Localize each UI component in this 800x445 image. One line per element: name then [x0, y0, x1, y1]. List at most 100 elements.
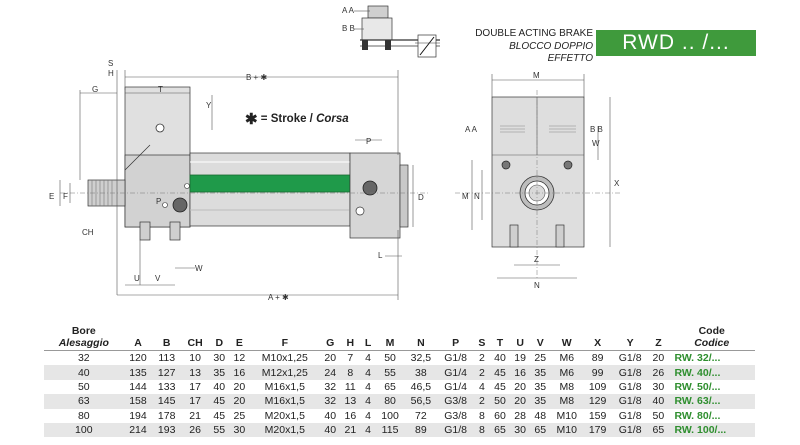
table-cell: 32 — [324, 380, 337, 393]
table-cell: 26 — [648, 365, 669, 380]
header-main: E — [235, 337, 243, 349]
table-cell: G1/8 — [444, 352, 467, 365]
header-main: Bore — [71, 325, 96, 337]
table-cell: 80 — [77, 409, 90, 422]
table-cell: 45 — [209, 394, 230, 409]
table-cell: 40 — [320, 422, 341, 438]
table-header-cell: V — [530, 325, 550, 351]
dim-label-a-plus: A + ✱ — [268, 293, 289, 302]
table-cell: 17 — [189, 380, 201, 393]
table-cell: 144 — [129, 380, 147, 393]
table-cell: 2 — [473, 365, 490, 380]
table-cell: 13 — [181, 365, 210, 380]
side-view: S H G T Y B + ✱ E F CH P P D L U V W A +… — [49, 59, 430, 302]
table-cell: 80 — [375, 394, 405, 409]
table-cell: 113 — [158, 352, 176, 365]
table-header-cell: CH — [181, 325, 209, 351]
header-main: A — [134, 337, 142, 349]
dim-label-w: W — [195, 264, 203, 273]
table-cell: 109 — [588, 380, 607, 393]
dim-label-p2: P — [366, 137, 371, 146]
table-cell: 89 — [404, 422, 438, 438]
header-main: W — [561, 337, 572, 349]
table-cell: 38 — [404, 365, 438, 380]
header-main: V — [536, 337, 544, 349]
inset-label-aa: A A — [342, 6, 355, 15]
table-cell: 8 — [473, 422, 490, 438]
table-cell: 50 — [652, 409, 665, 422]
table-cell: M8 — [550, 394, 584, 409]
header-main: M — [385, 337, 395, 349]
table-cell: G1/8 — [618, 409, 642, 422]
front-label-bb: B B — [590, 125, 603, 134]
table-cell: 20 — [324, 352, 337, 365]
table-cell: 89 — [591, 352, 604, 365]
dim-label-t: T — [158, 85, 163, 94]
table-cell: 30 — [652, 380, 665, 393]
table-header-cell: F — [249, 325, 320, 351]
header-subtitle: BLOCCO DOPPIO EFFETTO — [509, 41, 593, 64]
header-main: T — [496, 337, 504, 349]
table-cell: M16x1,5 — [249, 394, 321, 409]
table-header-cell: G — [320, 325, 340, 351]
table-cell: 10 — [189, 352, 201, 365]
table-cell: G1/4 — [437, 365, 474, 380]
header-main: CH — [187, 337, 203, 349]
table-cell: 8 — [478, 409, 485, 422]
header-main: N — [417, 337, 425, 349]
table-cell: 17 — [181, 394, 210, 409]
header-main: L — [364, 337, 372, 349]
header-main: H — [346, 337, 355, 349]
table-header-cell: L — [360, 325, 375, 351]
table-cell: 100 — [381, 409, 399, 422]
table-cell: 65 — [648, 422, 669, 438]
header-sub: Alesaggio — [58, 337, 109, 349]
table-cell: M20x1,5 — [264, 409, 305, 422]
table-cell: 127 — [152, 365, 182, 380]
table-cell: 32 — [320, 394, 341, 409]
dim-label-y: Y — [206, 101, 212, 110]
table-cell: 50 — [77, 380, 90, 393]
table-cell: 72 — [415, 409, 427, 422]
dim-label-s: S — [108, 59, 113, 68]
table-cell: 120 — [129, 352, 147, 365]
table-cell: 60 — [494, 409, 506, 422]
table-cell: 21 — [189, 409, 201, 422]
port-circle — [362, 180, 378, 196]
header-title: DOUBLE ACTING BRAKE — [475, 28, 593, 39]
inset-schematic: A A B B — [342, 5, 440, 58]
table-cell: 179 — [583, 422, 612, 438]
dim-label-ch: CH — [82, 228, 94, 237]
table-cell: 178 — [157, 409, 176, 422]
dim-label-h: H — [108, 69, 114, 78]
table-header-cell: A — [124, 325, 153, 351]
table-cell: G3/8 — [444, 409, 467, 422]
header-main: U — [516, 337, 524, 349]
technical-drawing: A A B B — [49, 5, 620, 302]
table-cell: 35 — [534, 380, 547, 393]
code-cell: RW. 63/... — [668, 394, 755, 409]
table-cell: 4 — [365, 380, 371, 393]
table-cell: G3/8 — [437, 394, 474, 409]
table-header-cell: T — [490, 325, 510, 351]
table-header-cell: U — [510, 325, 530, 351]
table-cell: M20x1,5 — [249, 422, 321, 438]
dim-label-u: U — [134, 274, 140, 283]
table-cell: 28 — [514, 409, 526, 422]
table-cell: 145 — [152, 394, 182, 409]
table-cell: G1/8 — [618, 380, 642, 393]
table-cell: 40 — [324, 409, 337, 422]
table-cell: G1/4 — [444, 380, 467, 393]
table-cell: 4 — [478, 380, 485, 393]
front-label-x: X — [614, 179, 620, 188]
table-cell: 4 — [365, 352, 371, 365]
front-label-w: W — [592, 139, 600, 148]
table-cell: 40 — [648, 394, 669, 409]
dim-label-e: E — [49, 192, 54, 201]
